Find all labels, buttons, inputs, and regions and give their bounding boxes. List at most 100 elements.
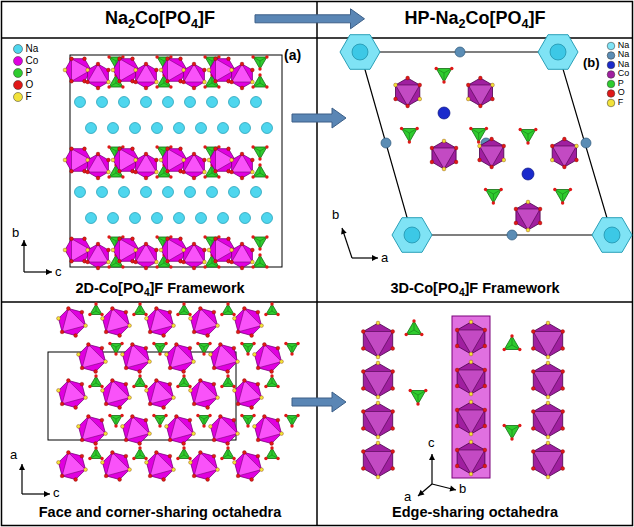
oxygen-atom <box>455 408 459 412</box>
oxygen-atom <box>144 346 148 350</box>
fluorine-atom <box>546 321 550 325</box>
oxygen-atom <box>182 446 185 449</box>
oxygen-atom <box>188 457 191 460</box>
oxygen-atom <box>166 259 170 263</box>
sodium-atom <box>240 123 251 134</box>
oxygen-atom <box>406 104 410 108</box>
oxygen-atom <box>361 387 365 391</box>
oxygen-atom <box>455 368 459 372</box>
oxygen-atom <box>174 343 178 347</box>
legend-text: Co <box>26 55 39 66</box>
oxygen-atom <box>284 414 287 417</box>
oxygen-atom <box>134 80 138 84</box>
octahedron <box>65 239 91 262</box>
sodium-atom <box>119 97 130 108</box>
oxygen-atom <box>182 80 186 84</box>
oxygen-atom <box>416 402 419 405</box>
fluorine-atom <box>216 324 220 328</box>
oxygen-atom <box>155 145 158 148</box>
axis-label: c <box>55 265 62 279</box>
oxygen-atom <box>491 97 495 101</box>
oxygen-atom <box>550 144 554 148</box>
axis-arrowhead <box>450 486 457 492</box>
oxygen-atom <box>561 410 565 414</box>
panel-caption: Face and corner-sharing octahedra <box>39 505 282 521</box>
octahedron <box>103 381 130 408</box>
fluorine-atom <box>550 158 554 162</box>
oxygen-atom <box>454 146 458 150</box>
octahedron <box>88 64 109 88</box>
oxygen-atom <box>144 62 148 66</box>
octahedron-face <box>126 345 149 368</box>
oxygen-atom <box>296 414 299 417</box>
oxygen-atom <box>166 169 170 173</box>
oxygen-atom <box>110 451 114 455</box>
oxygen-atom <box>179 147 183 151</box>
sodium-atom <box>174 213 185 224</box>
legend-text: Na <box>26 43 39 54</box>
octahedron-face <box>552 146 576 167</box>
oxygen-atom <box>531 410 535 414</box>
oxygen-atom <box>391 427 395 431</box>
oxygen-atom <box>553 188 556 191</box>
oxygen-atom <box>168 366 172 370</box>
unit-cell <box>70 55 282 267</box>
oxygen-atom <box>138 302 141 305</box>
octahedron <box>65 59 91 82</box>
tetrahedron <box>520 130 536 144</box>
octahedron-face <box>88 64 109 82</box>
legend-text: O <box>26 79 34 90</box>
oxygen-atom <box>107 85 110 88</box>
tetrahedron <box>555 190 571 204</box>
fluorine-atom <box>134 158 138 162</box>
fluorine-atom <box>104 360 108 364</box>
oxygen-atom <box>400 127 403 130</box>
oxygen-atom <box>270 446 273 449</box>
oxygen-atom <box>121 175 124 178</box>
oxygen-atom <box>120 342 123 345</box>
fluorine-atom <box>546 441 550 445</box>
oxygen-atom <box>192 474 196 478</box>
sodium-atom <box>152 123 163 134</box>
oxygen-atom <box>391 467 395 471</box>
octahedron-face <box>82 345 105 368</box>
oxygen-atom <box>168 438 172 442</box>
octahedron-face <box>258 345 281 368</box>
fluorine-atom <box>209 424 213 428</box>
panel-caption: Edge-sharing octahedra <box>392 505 558 521</box>
oxygen-atom <box>192 152 196 156</box>
fluorine-atom <box>502 158 506 162</box>
oxygen-atom <box>166 79 170 83</box>
sodium-atom <box>455 47 465 57</box>
oxygen-atom <box>256 382 260 386</box>
octahedron-face <box>194 381 217 404</box>
oxygen-atom <box>240 62 244 66</box>
fluorine-atom <box>376 441 380 445</box>
tetrahedron <box>253 75 267 87</box>
oxygen-atom <box>531 330 535 334</box>
oxygen-atom <box>118 79 122 83</box>
axis-arrowhead <box>429 454 435 460</box>
octahedron <box>191 309 218 336</box>
octahedron <box>363 363 392 397</box>
tetrahedron <box>253 57 267 69</box>
oxygen-atom <box>206 406 210 410</box>
fluorine-atom <box>376 355 380 359</box>
oxygen-atom <box>226 374 229 377</box>
oxygen-atom <box>490 137 494 141</box>
octahedron-face <box>238 381 261 404</box>
fluorine-atom <box>154 170 158 174</box>
oxygen-atom <box>132 385 135 388</box>
octahedron-face <box>136 64 157 82</box>
oxygen-atom <box>130 415 134 419</box>
axis-arrowhead <box>19 464 25 470</box>
sodium-atom <box>97 187 108 198</box>
octahedron <box>136 64 157 88</box>
oxygen-atom <box>124 366 128 370</box>
oxygen-atom <box>361 427 365 431</box>
oxygen-atom <box>100 346 104 350</box>
fluorine-atom <box>233 460 237 464</box>
octahedron-face <box>396 85 420 106</box>
octahedron-face <box>150 309 173 332</box>
